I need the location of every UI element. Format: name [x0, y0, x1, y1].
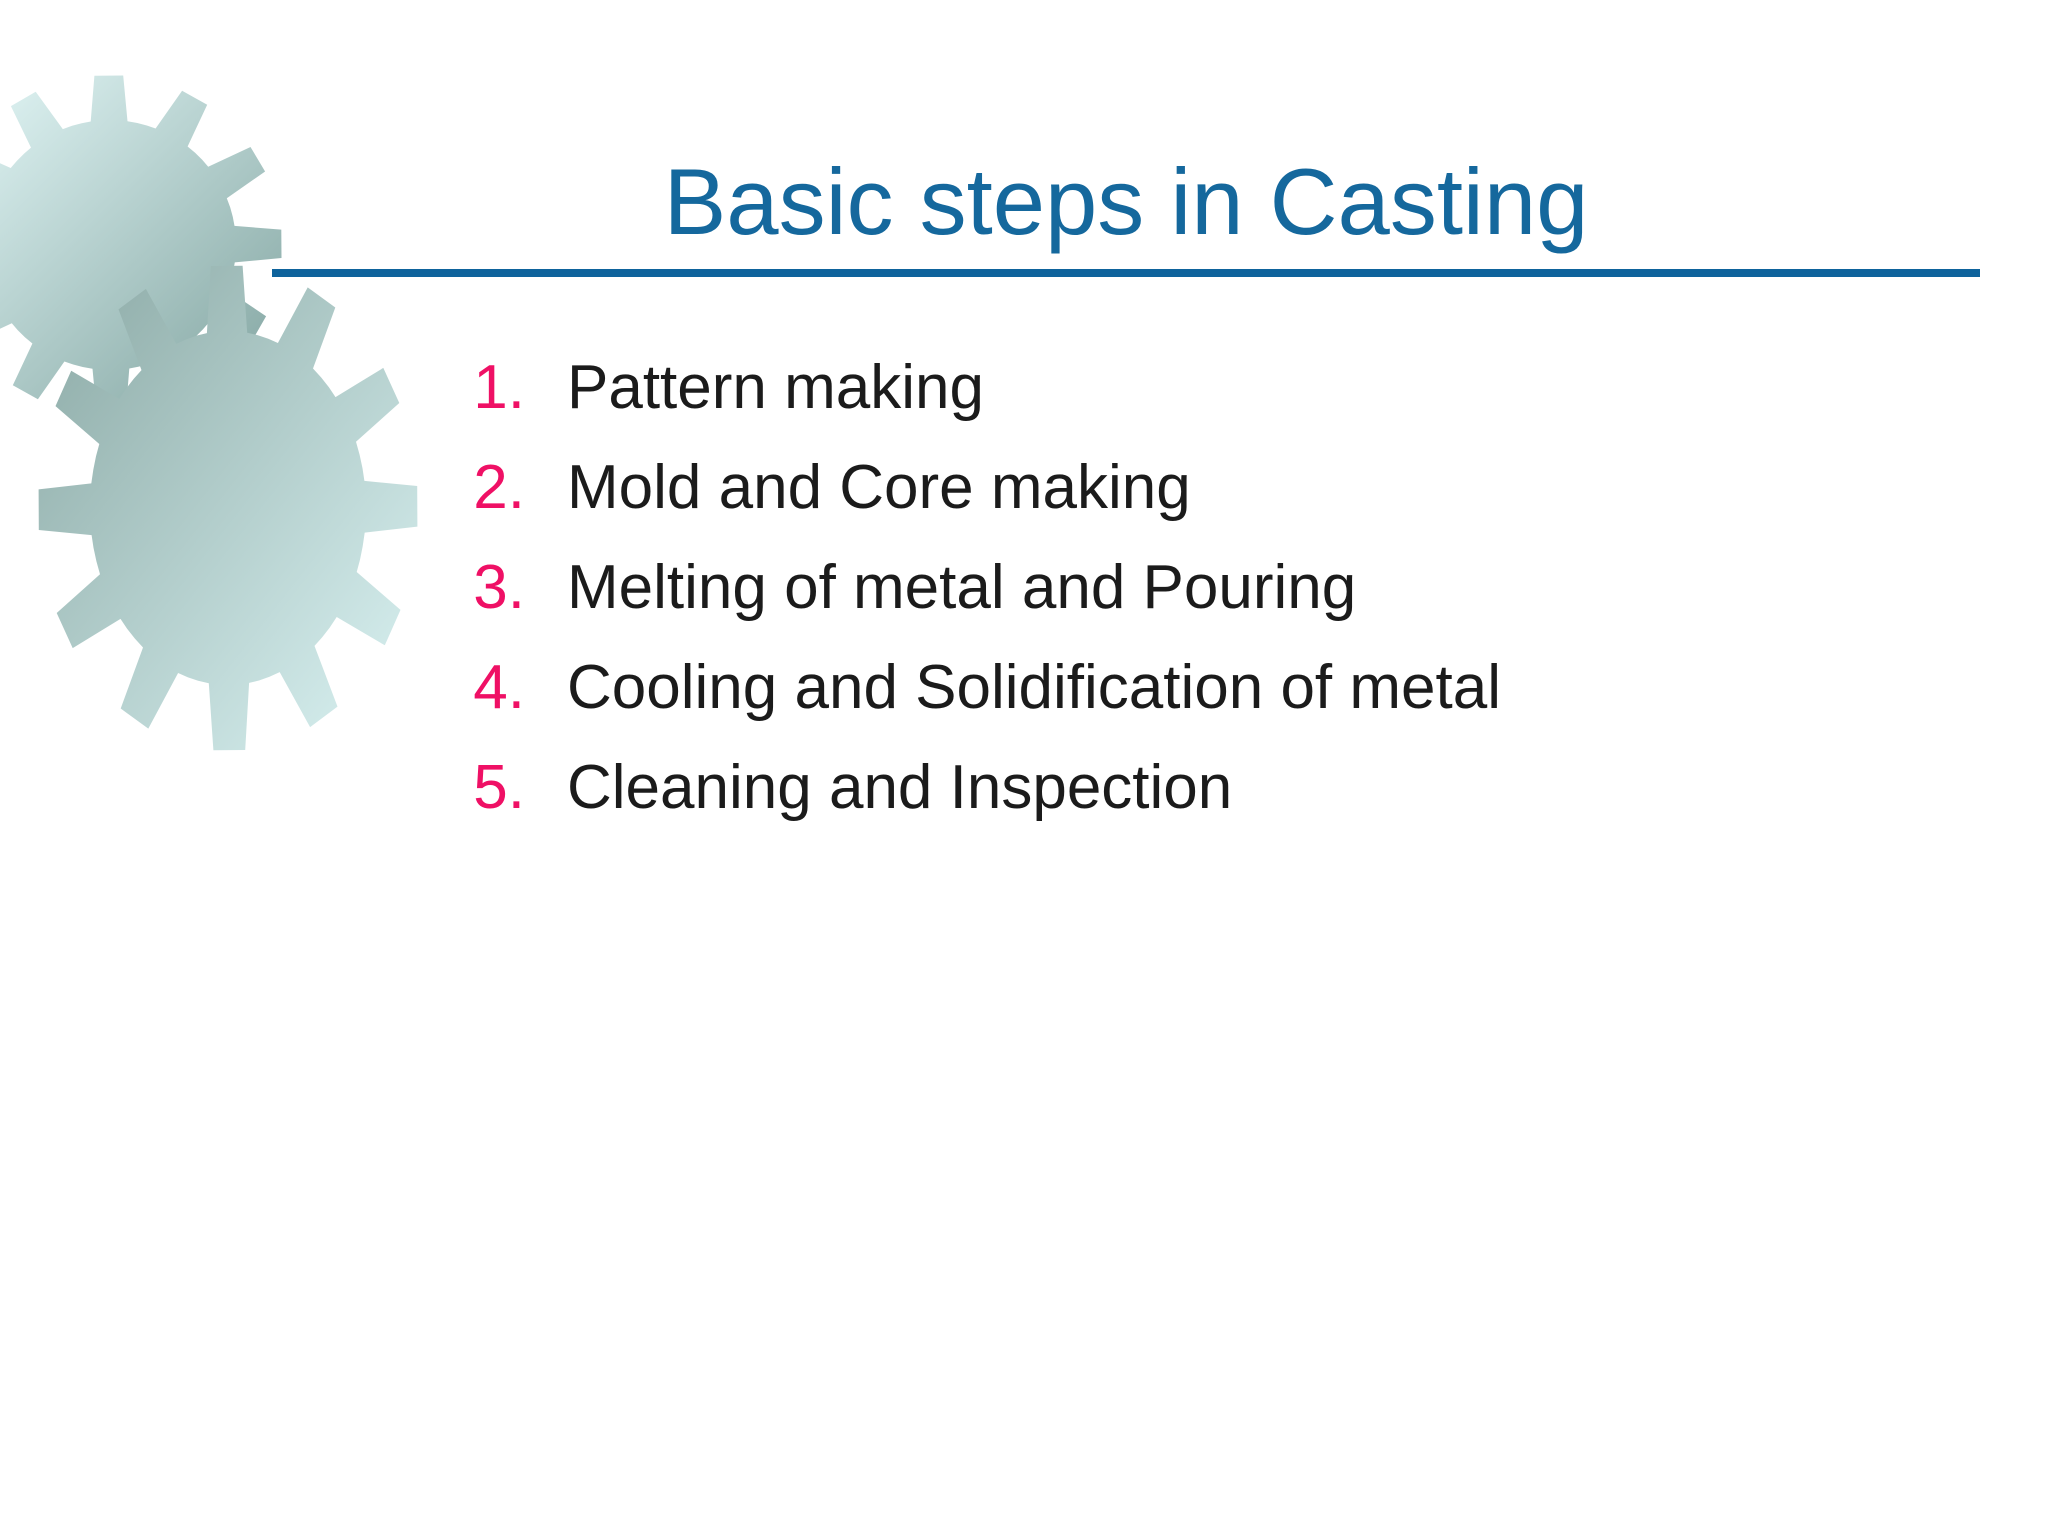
list-item-number: 2. [473, 453, 525, 522]
list-item-number: 5. [473, 753, 525, 822]
list-item: 4. Cooling and Solidification of metal [420, 638, 1920, 738]
list-item-number: 4. [473, 653, 525, 722]
list-item-text: Cooling and Solidification of metal [567, 653, 1501, 722]
list-item: 1. Pattern making [420, 338, 1920, 438]
list-item-text: Pattern making [567, 353, 984, 422]
title-underline-rule [272, 269, 1980, 277]
list-item-text: Mold and Core making [567, 453, 1191, 522]
list-item: 2. Mold and Core making [420, 438, 1920, 538]
gear-icon [0, 75, 282, 415]
gear-icon [38, 265, 418, 751]
list-item-text: Melting of metal and Pouring [567, 553, 1357, 622]
list-item-number: 3. [473, 553, 525, 622]
list-item: 5. Cleaning and Inspection [420, 738, 1920, 838]
list-item-text: Cleaning and Inspection [567, 753, 1233, 822]
gears-decoration [0, 75, 418, 751]
list-item-number: 1. [473, 353, 525, 422]
slide-title: Basic steps in Casting [663, 149, 1589, 254]
list-item: 3. Melting of metal and Pouring [420, 538, 1920, 638]
